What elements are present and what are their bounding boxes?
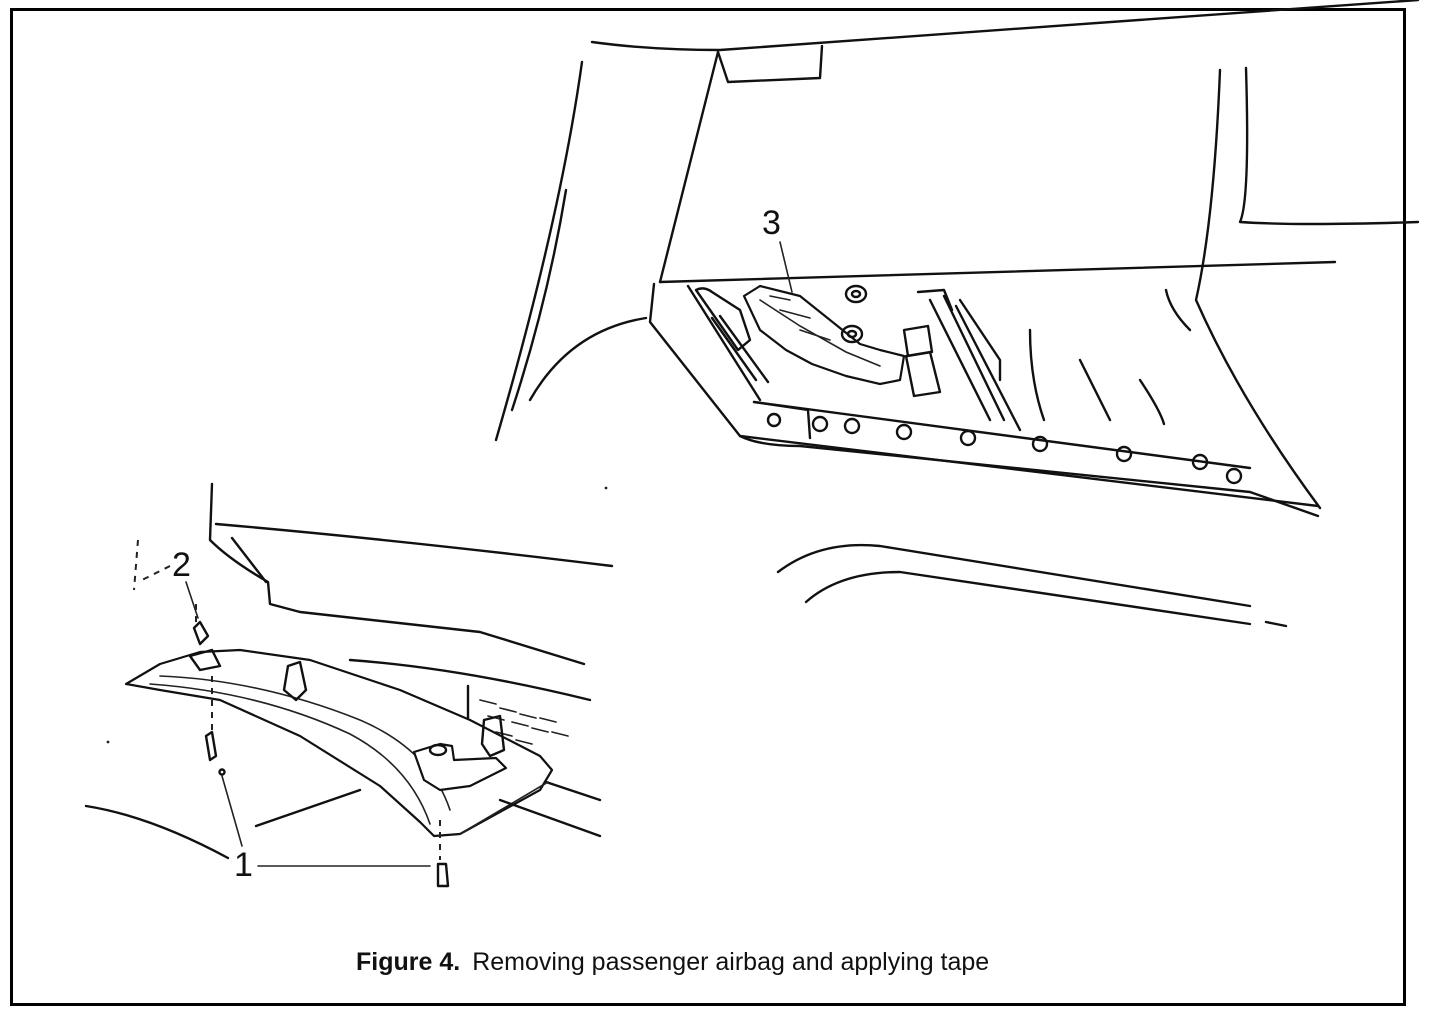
connector-lower bbox=[904, 350, 942, 398]
rail-inner-line bbox=[752, 400, 1252, 470]
guide-4 bbox=[133, 539, 139, 591]
module-studs bbox=[840, 284, 868, 344]
upper-clip-seat bbox=[188, 648, 222, 672]
rail-outer bbox=[648, 282, 1320, 508]
rib-1 bbox=[1028, 328, 1046, 422]
dash-fold bbox=[230, 536, 268, 584]
dash-right-edge bbox=[1194, 68, 1322, 510]
body-line-3 bbox=[498, 798, 602, 838]
arch-arc bbox=[528, 316, 648, 402]
a-pillar-line bbox=[494, 60, 584, 442]
rib-2 bbox=[1078, 358, 1112, 422]
leader-1a bbox=[221, 775, 243, 847]
left-bracket bbox=[694, 287, 752, 352]
screw-1-tip bbox=[218, 768, 226, 776]
trim-panel-edge-2 bbox=[149, 683, 431, 825]
dash-underside-view: 3 bbox=[494, 0, 1420, 518]
figure-caption-text: Removing passenger airbag and applying t… bbox=[472, 948, 990, 976]
glovebox-corner bbox=[1238, 66, 1420, 226]
harness-rails bbox=[916, 288, 1022, 432]
rib-3 bbox=[1138, 378, 1166, 426]
upper-clip bbox=[192, 620, 210, 646]
trim-panel-lip bbox=[459, 781, 549, 835]
left-bracket-lines bbox=[710, 314, 770, 384]
callout-1: 1 bbox=[234, 846, 253, 884]
fender-line-1 bbox=[776, 543, 1252, 608]
airbag-module-crease bbox=[759, 299, 881, 367]
dash-lower-edge bbox=[658, 260, 1337, 284]
rail-bottom bbox=[738, 434, 1320, 518]
header-tab bbox=[716, 44, 824, 84]
header-line bbox=[590, 0, 1420, 52]
body-line-2 bbox=[254, 788, 362, 828]
leader-3 bbox=[779, 241, 793, 293]
body-line-1 bbox=[84, 804, 230, 860]
dash-top-edge bbox=[208, 482, 586, 666]
dash-left-edge bbox=[658, 50, 720, 284]
screw-2 bbox=[436, 862, 450, 888]
airbag-module bbox=[742, 284, 906, 386]
fender-tick bbox=[1264, 620, 1288, 628]
a-pillar-inner-line bbox=[510, 188, 568, 412]
harness-bracket bbox=[958, 298, 1002, 382]
airbag-module-hatch bbox=[769, 295, 831, 341]
leader-2 bbox=[185, 581, 199, 619]
figure-border bbox=[10, 8, 1406, 1006]
figure-caption: Figure 4. Removing passenger airbag and a… bbox=[356, 948, 989, 977]
callout-2: 2 bbox=[172, 546, 191, 584]
speck bbox=[604, 486, 608, 490]
fender-line-2 bbox=[804, 570, 1252, 626]
panel-clip-1 bbox=[282, 660, 308, 702]
rail-inner-left bbox=[686, 284, 762, 402]
dash-top-line bbox=[214, 522, 614, 568]
callout-3: 3 bbox=[762, 204, 781, 242]
fender-curves bbox=[776, 543, 1288, 628]
dash-face-line bbox=[348, 658, 592, 702]
speck bbox=[106, 740, 110, 744]
trim-panel-view: 2 1 bbox=[84, 482, 614, 888]
figure-label: Figure 4. bbox=[356, 948, 461, 976]
rail-holes bbox=[766, 412, 1243, 485]
panel-clip-2 bbox=[480, 714, 506, 758]
leader-2-dash bbox=[141, 565, 171, 581]
connector-block bbox=[902, 324, 934, 358]
bracket-nut bbox=[428, 743, 448, 757]
screw-1 bbox=[204, 730, 218, 762]
rib-4 bbox=[1164, 288, 1192, 332]
